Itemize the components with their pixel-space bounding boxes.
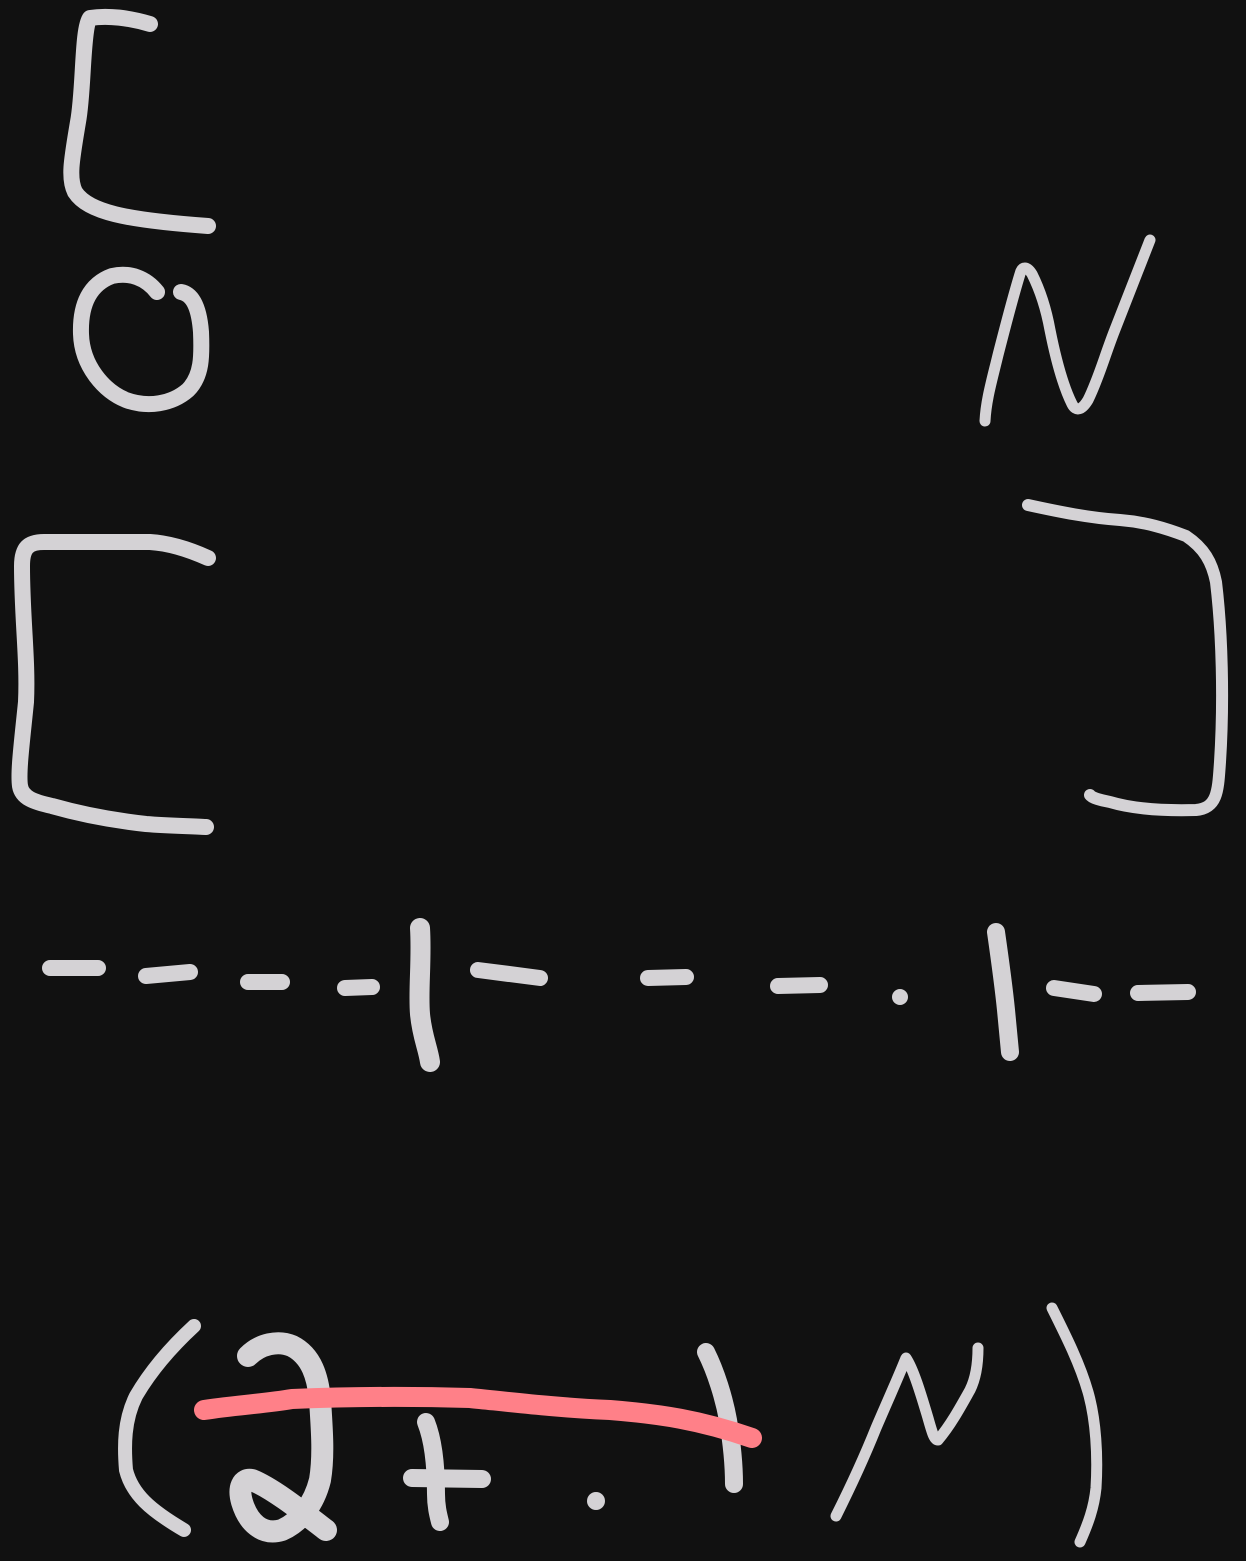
dash-segment-7	[770, 977, 828, 994]
dash-dot	[892, 989, 908, 1005]
stroke-digit-two	[229, 1332, 337, 1543]
stroke-close-paren	[1046, 1302, 1103, 1548]
stroke-letter-n-top	[979, 234, 1156, 427]
dash-segment-2	[138, 964, 198, 984]
dash-segment-8	[1046, 980, 1102, 1002]
stroke-top-left-bracket	[63, 8, 216, 234]
stroke-middle-right-bracket	[1022, 499, 1229, 817]
stroke-multiply-dot	[587, 1492, 605, 1510]
stroke-middle-left-bracket	[11, 533, 216, 835]
stroke-letter-n-bottom	[830, 1342, 984, 1522]
dash-segment-9	[1130, 984, 1196, 1001]
tick-mark-left	[409, 918, 440, 1072]
stroke-digit-zero	[72, 266, 210, 413]
dash-segment-5	[470, 962, 548, 986]
tick-mark-right	[987, 923, 1019, 1061]
stroke-plus-horizontal	[403, 1469, 491, 1488]
strike-through-line	[194, 1386, 762, 1448]
dash-segment-6	[640, 969, 694, 986]
dash-segment-4	[337, 979, 380, 996]
stroke-plus-vertical	[417, 1413, 449, 1531]
stroke-open-paren	[118, 1319, 201, 1537]
